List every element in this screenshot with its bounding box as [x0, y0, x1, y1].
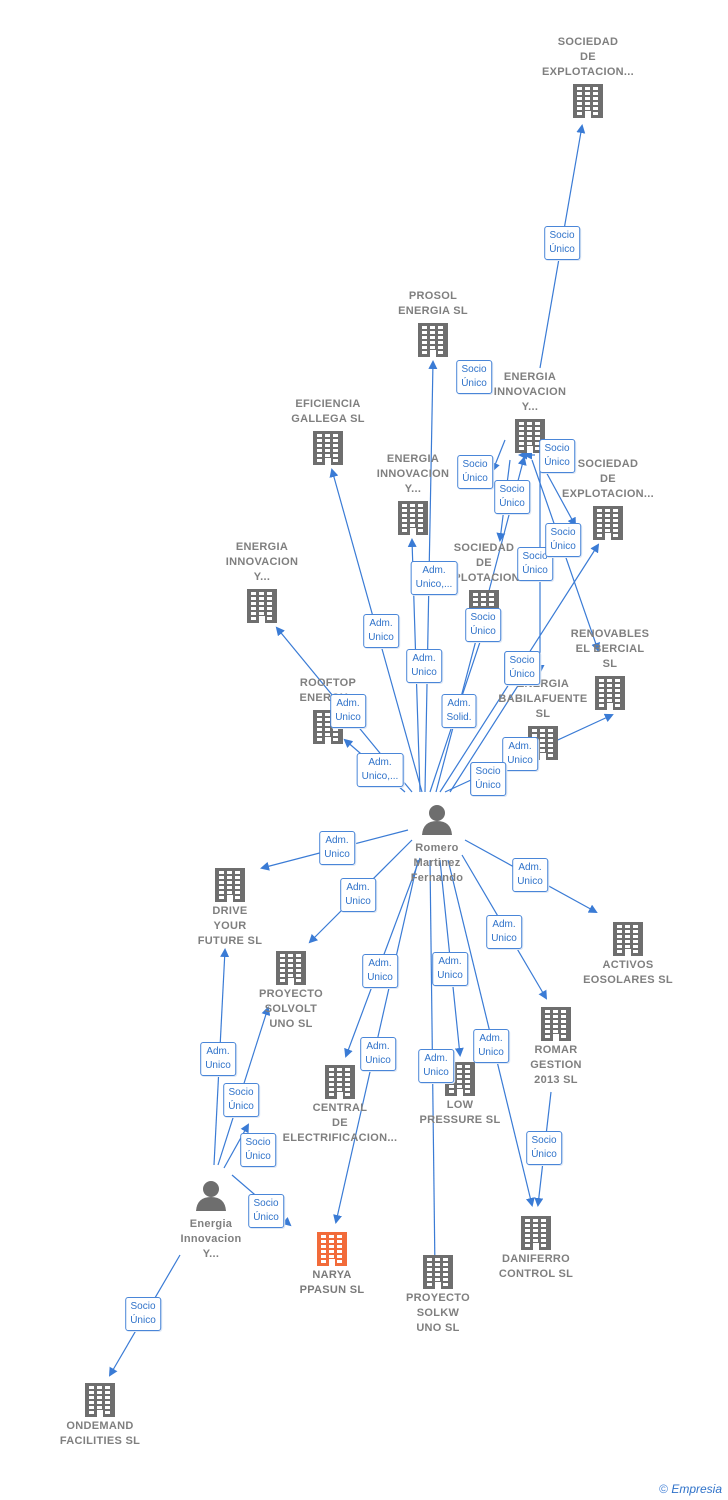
relation-label[interactable]: Adm. Unico: [406, 649, 442, 683]
node-label[interactable]: Energia Innovacion Y...: [180, 1218, 242, 1260]
relation-label[interactable]: Adm. Unico: [340, 878, 376, 912]
relation-label[interactable]: Socio Único: [539, 439, 575, 473]
relation-label[interactable]: Adm. Unico: [362, 954, 398, 988]
node-label[interactable]: PROYECTO SOLVOLT UNO SL: [259, 988, 323, 1030]
relation-label[interactable]: Adm. Unico,...: [410, 561, 458, 595]
company-node[interactable]: RENOVABLES EL BERCIAL SL: [571, 627, 650, 672]
node-label[interactable]: ENERGIA INNOVACION Y...: [493, 371, 567, 413]
person-node[interactable]: Energia Innovacion Y...: [180, 1217, 241, 1262]
company-node[interactable]: DANIFERRO CONTROL SL: [499, 1252, 573, 1282]
building-icon[interactable]: [418, 323, 448, 357]
relation-label[interactable]: Adm. Unico: [363, 614, 399, 648]
node-label[interactable]: ONDEMAND FACILITIES SL: [59, 1420, 141, 1447]
node-label[interactable]: PROSOL ENERGIA SL: [398, 290, 468, 317]
building-icon[interactable]: [541, 1007, 571, 1041]
node-label[interactable]: ACTIVOS EOSOLARES SL: [583, 959, 673, 986]
company-node[interactable]: SOCIEDAD DE EXPLOTACION...: [542, 35, 634, 80]
node-label[interactable]: ENERGIA INNOVACION Y...: [376, 453, 450, 495]
node-label[interactable]: CENTRAL DE ELECTRIFICACION...: [282, 1102, 398, 1144]
relation-label[interactable]: Adm. Unico: [330, 694, 366, 728]
node-label[interactable]: SOCIEDAD DE EXPLOTACION...: [541, 36, 635, 78]
relation-label[interactable]: Adm. Unico: [360, 1037, 396, 1071]
relation-label[interactable]: Adm. Unico: [473, 1029, 509, 1063]
person-icon[interactable]: [422, 805, 452, 835]
node-label[interactable]: DRIVE YOUR FUTURE SL: [197, 905, 263, 947]
relation-label[interactable]: Socio Único: [545, 523, 581, 557]
relation-label[interactable]: Adm. Unico: [319, 831, 355, 865]
footer-brand: © Empresia: [659, 1482, 722, 1496]
building-icon[interactable]: [85, 1383, 115, 1417]
relation-edge: [223, 1123, 249, 1169]
company-node[interactable]: EFICIENCIA GALLEGA SL: [291, 397, 364, 427]
company-node[interactable]: PROYECTO SOLKW UNO SL: [406, 1291, 470, 1336]
relation-label[interactable]: Adm. Unico: [486, 915, 522, 949]
building-icon[interactable]: [613, 922, 643, 956]
company-node[interactable]: ONDEMAND FACILITIES SL: [60, 1419, 140, 1449]
node-label[interactable]: NARYA PPASUN SL: [299, 1269, 365, 1296]
relation-label[interactable]: Adm. Unico: [432, 952, 468, 986]
relation-label[interactable]: Socio Único: [223, 1083, 259, 1117]
node-label[interactable]: LOW PRESSURE SL: [419, 1099, 501, 1126]
relation-label[interactable]: Socio Único: [526, 1131, 562, 1165]
copyright-symbol: ©: [659, 1482, 668, 1496]
company-node[interactable]: ENERGIA INNOVACION Y...: [377, 452, 449, 497]
company-node[interactable]: PROSOL ENERGIA SL: [398, 289, 468, 319]
building-icon[interactable]: [276, 951, 306, 985]
company-node[interactable]: ROMAR GESTION 2013 SL: [530, 1043, 582, 1088]
relation-label[interactable]: Socio Único: [240, 1133, 276, 1167]
relation-label[interactable]: Adm. Unico: [418, 1049, 454, 1083]
building-icon[interactable]: [247, 589, 277, 623]
building-icon[interactable]: [325, 1065, 355, 1099]
relation-label[interactable]: Socio Único: [465, 608, 501, 642]
company-node[interactable]: LOW PRESSURE SL: [420, 1098, 501, 1128]
relation-label[interactable]: Socio Único: [504, 651, 540, 685]
building-icon[interactable]: [423, 1255, 453, 1289]
relation-label[interactable]: Adm. Unico,...: [356, 753, 404, 787]
node-label[interactable]: RENOVABLES EL BERCIAL SL: [570, 628, 650, 670]
company-node[interactable]: PROYECTO SOLVOLT UNO SL: [259, 987, 323, 1032]
building-icon[interactable]: [521, 1216, 551, 1250]
company-node[interactable]: ACTIVOS EOSOLARES SL: [583, 958, 673, 988]
node-label[interactable]: SOCIEDAD DE EXPLOTACION...: [437, 542, 531, 584]
node-label[interactable]: EFICIENCIA GALLEGA SL: [291, 398, 365, 425]
relation-label[interactable]: Socio Único: [544, 226, 580, 260]
relation-label[interactable]: Socio Único: [470, 762, 506, 796]
relation-edge: [491, 439, 506, 472]
relation-label[interactable]: Socio Único: [125, 1297, 161, 1331]
node-label[interactable]: PROYECTO SOLKW UNO SL: [406, 1292, 470, 1334]
company-node[interactable]: CENTRAL DE ELECTRIFICACION...: [283, 1101, 398, 1146]
company-node[interactable]: NARYA PPASUN SL: [300, 1268, 365, 1298]
node-label[interactable]: DANIFERRO CONTROL SL: [498, 1253, 574, 1280]
building-icon[interactable]: [313, 431, 343, 465]
building-icon[interactable]: [317, 1232, 347, 1266]
relation-label[interactable]: Adm. Solid.: [441, 694, 477, 728]
relation-label[interactable]: Socio Único: [457, 455, 493, 489]
relation-edge: [449, 668, 530, 793]
relation-label[interactable]: Adm. Unico: [200, 1042, 236, 1076]
brand-name[interactable]: Empresia: [671, 1482, 722, 1496]
node-label[interactable]: ROMAR GESTION 2013 SL: [530, 1044, 582, 1086]
relation-label[interactable]: Socio Único: [248, 1194, 284, 1228]
relation-label[interactable]: Socio Único: [494, 480, 530, 514]
building-icon[interactable]: [398, 501, 428, 535]
company-node[interactable]: ENERGIA INNOVACION Y...: [226, 540, 298, 585]
company-node[interactable]: SOCIEDAD DE EXPLOTACION...: [562, 457, 654, 502]
node-label[interactable]: Romero Martinez Fernando: [410, 842, 464, 884]
building-icon[interactable]: [595, 676, 625, 710]
relation-label[interactable]: Socio Único: [456, 360, 492, 394]
relation-label[interactable]: Adm. Unico: [502, 737, 538, 771]
person-icon[interactable]: [196, 1181, 226, 1211]
node-label[interactable]: SOCIEDAD DE EXPLOTACION...: [561, 458, 655, 500]
company-node[interactable]: DRIVE YOUR FUTURE SL: [198, 904, 262, 949]
node-label[interactable]: ENERGIA INNOVACION Y...: [225, 541, 299, 583]
building-icon[interactable]: [593, 506, 623, 540]
company-node[interactable]: SOCIEDAD DE EXPLOTACION...: [438, 541, 530, 586]
person-node[interactable]: Romero Martinez Fernando: [411, 841, 464, 886]
building-icon[interactable]: [573, 84, 603, 118]
relation-edge: [544, 469, 576, 527]
relation-label[interactable]: Adm. Unico: [512, 858, 548, 892]
company-node[interactable]: ENERGIA INNOVACION Y...: [494, 370, 566, 415]
building-icon[interactable]: [215, 868, 245, 902]
